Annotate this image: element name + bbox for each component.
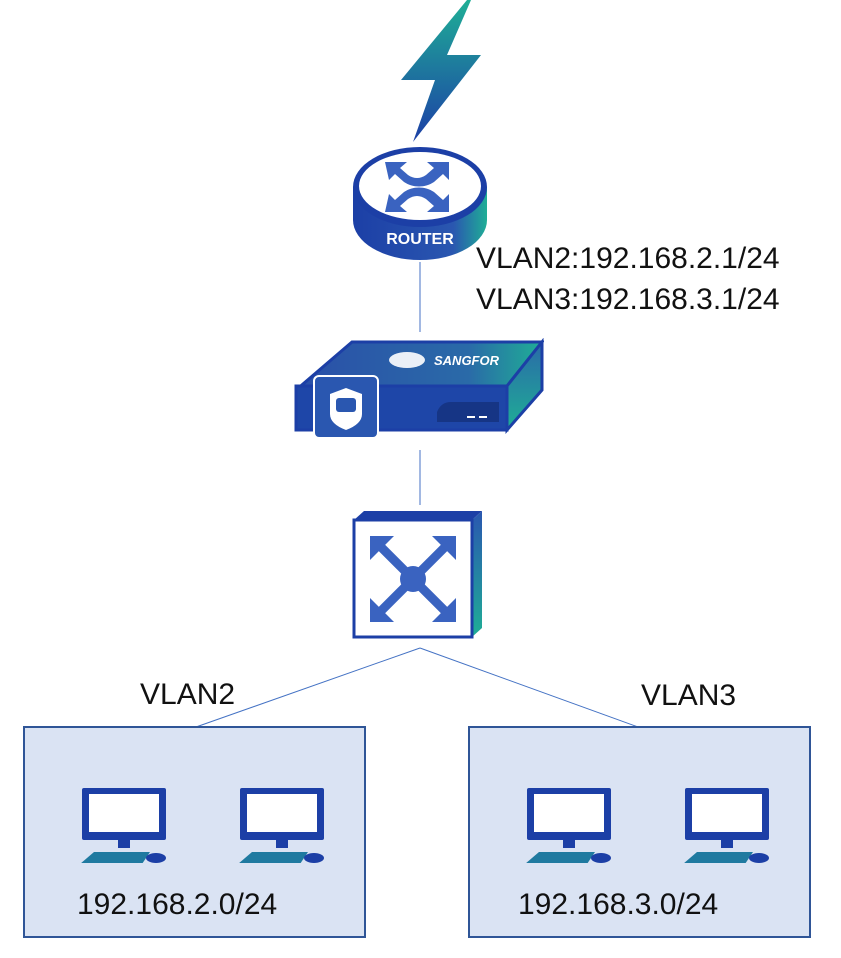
lightning-icon bbox=[401, 0, 481, 142]
pc-icon[interactable] bbox=[525, 788, 615, 863]
pc-icon[interactable] bbox=[80, 788, 170, 863]
link-switch-vlan3 bbox=[419, 647, 639, 728]
firewall-brand: SANGFOR bbox=[434, 353, 500, 368]
router-interface-vlan3: VLAN3:192.168.3.1/24 bbox=[476, 283, 780, 316]
pc-icon[interactable] bbox=[683, 788, 773, 863]
switch-icon[interactable] bbox=[352, 508, 485, 640]
vlan2-subnet: 192.168.2.0/24 bbox=[77, 888, 278, 921]
sangfor-firewall-icon[interactable]: SANGFOR bbox=[292, 338, 544, 442]
link-switch-vlan2 bbox=[195, 647, 421, 728]
vlan2-group: 192.168.2.0/24 bbox=[23, 726, 366, 938]
vlan3-subnet: 192.168.3.0/24 bbox=[518, 888, 719, 921]
router-icon[interactable]: ROUTER bbox=[350, 140, 490, 265]
router-label: ROUTER bbox=[386, 231, 454, 248]
vlan3-label: VLAN3 bbox=[641, 679, 737, 712]
vlan2-label: VLAN2 bbox=[140, 678, 236, 711]
pc-icon[interactable] bbox=[238, 788, 328, 863]
vlan3-group: 192.168.3.0/24 bbox=[468, 726, 811, 938]
router-interface-vlan2: VLAN2:192.168.2.1/24 bbox=[476, 242, 780, 275]
